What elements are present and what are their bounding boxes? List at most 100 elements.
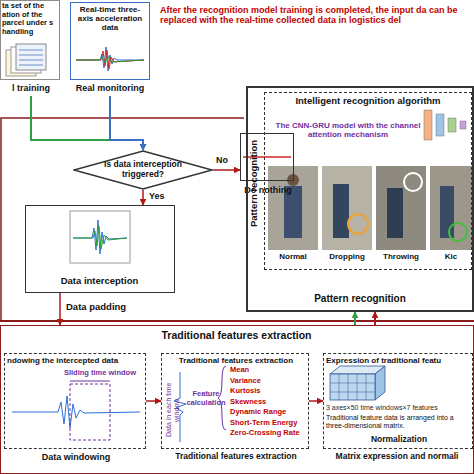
- step-title: Expression of traditional featu: [326, 356, 472, 365]
- feature-name: Dynamic Range: [230, 408, 310, 417]
- worker-figure: [440, 186, 454, 238]
- flow-arrow: [213, 169, 240, 171]
- step-caption: Matrix expression and normali: [320, 452, 474, 462]
- worker-figure: [387, 188, 403, 238]
- signal-window: [70, 211, 130, 263]
- flow-arrow: [59, 293, 61, 325]
- edge-label: No: [216, 155, 236, 165]
- do-nothing-caption: Do nothing: [231, 185, 305, 195]
- network-layer: [460, 121, 466, 129]
- document-line: [19, 55, 43, 56]
- section-frame: [1, 118, 244, 320]
- worker-figure: [287, 174, 299, 186]
- flow-arrow: [142, 190, 144, 205]
- intercepted-waveform: [73, 226, 127, 249]
- flow-arrow: [354, 312, 356, 325]
- algorithm-box: Intelligent recognition algorithmThe CNN…: [264, 92, 472, 270]
- matrix-box: Expression of traditional featu 3 axes×50…: [323, 353, 473, 449]
- matrix-grid: [339, 374, 340, 400]
- scene-photo: [430, 166, 472, 250]
- matrix-grid: [366, 374, 367, 400]
- scene-photo: [268, 166, 318, 250]
- source-caption: l training: [0, 83, 62, 93]
- monitoring-caption: Real monitoring: [70, 83, 150, 93]
- pattern-recognition-box: Pattern recognitionPattern recognitionIn…: [246, 86, 474, 312]
- calc-note: Feature calculation: [186, 390, 226, 407]
- window-span: [70, 381, 110, 382]
- matrix-grid: [330, 392, 375, 393]
- axis-note: Data in each time window: [165, 374, 181, 446]
- window-note: Sliding time window: [57, 369, 143, 378]
- scene-photo: [322, 166, 372, 250]
- source-text: ta set of the ation of the parcel under …: [2, 2, 60, 37]
- sliding-window: [70, 384, 110, 440]
- decision-text: Is data interception triggered?: [93, 160, 193, 180]
- matrix-cube: [375, 366, 385, 400]
- windowed-waveform: [12, 396, 140, 428]
- section-divider: [0, 320, 474, 322]
- data-source-box: ta set of the ation of the parcel under …: [0, 0, 62, 96]
- photo-label: Throwing: [376, 252, 426, 261]
- feature-name: Kurtosis: [230, 387, 310, 396]
- network-layer: [436, 114, 444, 136]
- network-layer: [448, 118, 456, 132]
- flow-arrow: [31, 96, 143, 150]
- normalization-label: Normalization: [354, 435, 444, 445]
- step-caption: Traditional features extraction: [154, 452, 318, 462]
- scene-photo: [376, 166, 426, 250]
- windowing-box: ndowing the intercepted dataSliding time…: [4, 353, 146, 449]
- highlight-ring: [449, 223, 467, 241]
- matrix-size: 3 axes×50 time windows×7 features: [326, 404, 472, 412]
- flow-arrow: [146, 400, 161, 402]
- feature-name: Variance: [230, 377, 310, 386]
- monitoring-text: Real-time three-axis acceleration data: [73, 5, 147, 33]
- model-name: The CNN-GRU model with the channel atten…: [273, 121, 423, 139]
- step-title: Traditional features extraction: [164, 356, 308, 365]
- pattern-caption: Pattern recognition: [248, 293, 472, 305]
- red-note: After the recognition model training is …: [160, 5, 472, 26]
- feature-name: Mean: [230, 366, 310, 375]
- photo-label: Normal: [268, 252, 318, 261]
- algorithm-title: Intelligent recognition algorithm: [265, 96, 471, 107]
- flow-arrow: [110, 96, 143, 150]
- feature-name: Skewness: [230, 398, 310, 407]
- matrix-grid: [357, 374, 358, 400]
- band-title: Traditional features extraction: [1, 329, 472, 341]
- edge-label: Yes: [149, 191, 173, 201]
- photo-label: Dropping: [322, 252, 372, 261]
- highlight-ring: [404, 173, 422, 191]
- interception-box: Data interception: [25, 205, 175, 293]
- flow-arrow: [374, 312, 376, 325]
- matrix-grid: [348, 374, 349, 400]
- step-caption: Data windowing: [1, 452, 151, 462]
- feature-band: Traditional features extraction ndowing t…: [0, 325, 474, 474]
- document-icon: [16, 44, 46, 70]
- matrix-cube: [330, 374, 375, 400]
- monitoring-box: Real-time three-axis acceleration dataRe…: [70, 2, 150, 96]
- feature-name: Zero-Crossing Rate: [230, 429, 310, 438]
- interception-caption: Data interception: [26, 276, 173, 287]
- acceleration-waveform: [76, 56, 144, 63]
- network-layer: [424, 110, 432, 140]
- photo-label: Kic: [430, 252, 472, 261]
- worker-figure: [333, 184, 349, 238]
- matrix-note: Traditional feature data is arranged int…: [326, 414, 472, 430]
- document-line: [19, 65, 43, 66]
- acceleration-waveform: [76, 50, 144, 69]
- vertical-title: Pattern recognition: [249, 108, 260, 258]
- feature-box: Traditional features extractionData in e…: [161, 353, 309, 449]
- document-line: [19, 60, 43, 61]
- feature-name: Short-Term Energy: [230, 419, 310, 428]
- decision-diamond: Is data interception triggered?: [73, 150, 213, 190]
- acceleration-waveform: [76, 47, 144, 71]
- intercepted-waveform: [73, 220, 127, 254]
- matrix-grid: [330, 383, 375, 384]
- flow-arrow: [309, 400, 323, 402]
- diamond-shape: [74, 151, 212, 189]
- highlight-ring: [348, 214, 368, 234]
- edge-label: Data padding: [66, 302, 156, 313]
- document-line: [19, 50, 43, 51]
- step-title: ndowing the intercepted data: [7, 356, 145, 365]
